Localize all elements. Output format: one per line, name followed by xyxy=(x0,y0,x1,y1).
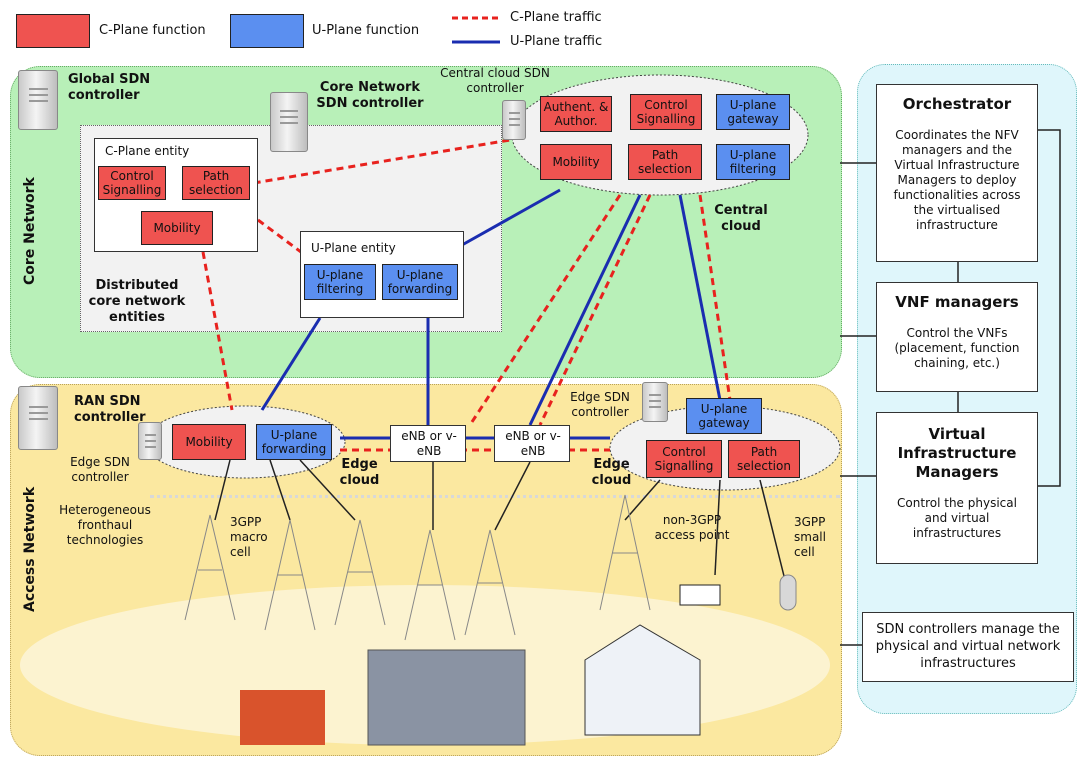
core-network-label: Core Network xyxy=(22,177,38,285)
edge-cloud-right-label: Edge cloud xyxy=(591,457,632,488)
u-traffic-line xyxy=(528,194,642,426)
ran-sdn-server-icon xyxy=(18,386,58,450)
enb-1-label: eNB or v-eNB xyxy=(401,429,457,458)
c-plane-traffic-lines xyxy=(201,138,732,452)
vim-description: Control the physical and virtual infrast… xyxy=(897,496,1017,540)
legend-u-function-label: U-Plane function xyxy=(312,23,420,38)
core-sdn-label: Core Network SDN controller xyxy=(316,80,424,111)
c-plane-entity-title: C-Plane entity xyxy=(105,144,190,158)
vnf-managers-title: VNF managers xyxy=(895,293,1019,311)
macro-cell-label: 3GPP macro cell xyxy=(230,515,268,559)
c-traffic-line xyxy=(201,251,234,411)
edge-sdn-right-server-icon xyxy=(642,382,668,422)
edge-sdn-left-label: Edge SDN controller xyxy=(70,455,130,484)
separator-dotted xyxy=(150,495,840,498)
enb-box-1: eNB or v-eNB xyxy=(390,425,466,462)
c-traffic-line xyxy=(698,194,732,401)
u-entity-forwarding: U-plane forwarding xyxy=(382,264,458,300)
fronthaul-label: Heterogeneous fronthaul technologies xyxy=(59,503,151,547)
legend-c-function-swatch xyxy=(16,14,90,48)
core-sdn-server-icon xyxy=(270,92,308,152)
u-entity-filtering: U-plane filtering xyxy=(304,264,376,300)
edge-sdn-right-label: Edge SDN controller xyxy=(570,390,630,419)
cloud-auth-author: Authent. & Author. xyxy=(540,96,612,132)
orchestrator-description: Coordinates the NFV managers and the Vir… xyxy=(893,128,1021,232)
u-traffic-line xyxy=(260,317,322,411)
scene-hints xyxy=(240,574,797,746)
small-cell-label: 3GPP small cell xyxy=(794,515,826,559)
antenna-towers xyxy=(184,494,651,641)
vnf-managers-box: VNF managers Control the VNFs (placement… xyxy=(876,282,1038,392)
non3gpp-label: non-3GPP access point xyxy=(654,513,730,542)
legend-u-traffic-label: U-Plane traffic xyxy=(510,34,603,49)
ran-sdn-label: RAN SDN controller xyxy=(74,394,146,425)
central-cloud-label: Central cloud xyxy=(714,203,768,234)
edge-right-path-selection: Path selection xyxy=(728,440,800,478)
edge-right-control-signalling: Control Signalling xyxy=(646,440,722,478)
edge-left-mobility: Mobility xyxy=(172,424,246,460)
edge-sdn-left-server-icon xyxy=(138,422,162,460)
access-network-label: Access Network xyxy=(22,486,38,612)
c-traffic-line xyxy=(468,194,622,426)
cloud-path-selection: Path selection xyxy=(628,144,702,180)
central-cloud-sdn-server-icon xyxy=(502,100,526,140)
c-traffic-line xyxy=(538,194,652,426)
cloud-mobility: Mobility xyxy=(540,144,612,180)
enb-box-2: eNB or v-eNB xyxy=(494,425,570,462)
access-links xyxy=(214,459,786,581)
u-traffic-line xyxy=(678,194,722,401)
c-entity-mobility: Mobility xyxy=(141,211,213,245)
cloud-u-plane-gateway: U-plane gateway xyxy=(716,94,790,130)
orchestrator-title: Orchestrator xyxy=(902,95,1012,113)
legend-c-function-label: C-Plane function xyxy=(99,23,206,38)
vim-box: Virtual Infrastructure Managers Control … xyxy=(876,412,1038,564)
edge-cloud-left-label: Edge cloud xyxy=(339,457,380,488)
global-sdn-server-icon xyxy=(18,70,58,130)
central-cloud-sdn-label: Central cloud SDN controller xyxy=(440,66,550,95)
cloud-control-signalling: Control Signalling xyxy=(630,94,702,130)
global-sdn-label: Global SDN controller xyxy=(68,72,151,103)
vnf-managers-description: Control the VNFs (placement, function ch… xyxy=(894,326,1020,370)
orchestrator-box: Orchestrator Coordinates the NFV manager… xyxy=(876,84,1038,262)
c-entity-control-signalling: Control Signalling xyxy=(98,166,166,200)
distributed-entities-label: Distributed core network entities xyxy=(88,278,186,325)
legend-c-traffic-label: C-Plane traffic xyxy=(510,10,602,25)
c-traffic-line xyxy=(257,218,306,257)
legend-u-function-swatch xyxy=(230,14,304,48)
u-traffic-line xyxy=(461,188,561,247)
management-links xyxy=(840,129,1061,646)
edge-right-u-plane-gateway: U-plane gateway xyxy=(686,398,762,434)
u-plane-entity-title: U-Plane entity xyxy=(311,241,396,255)
c-entity-path-selection: Path selection xyxy=(182,166,250,200)
sdn-note-text: SDN controllers manage the physical and … xyxy=(875,622,1061,671)
vim-title: Virtual Infrastructure Managers xyxy=(897,425,1017,481)
enb-2-label: eNB or v-eNB xyxy=(505,429,561,458)
cloud-u-plane-filtering: U-plane filtering xyxy=(716,144,790,180)
edge-left-u-plane-forwarding: U-plane forwarding xyxy=(256,424,332,460)
sdn-note-box: SDN controllers manage the physical and … xyxy=(862,612,1074,682)
